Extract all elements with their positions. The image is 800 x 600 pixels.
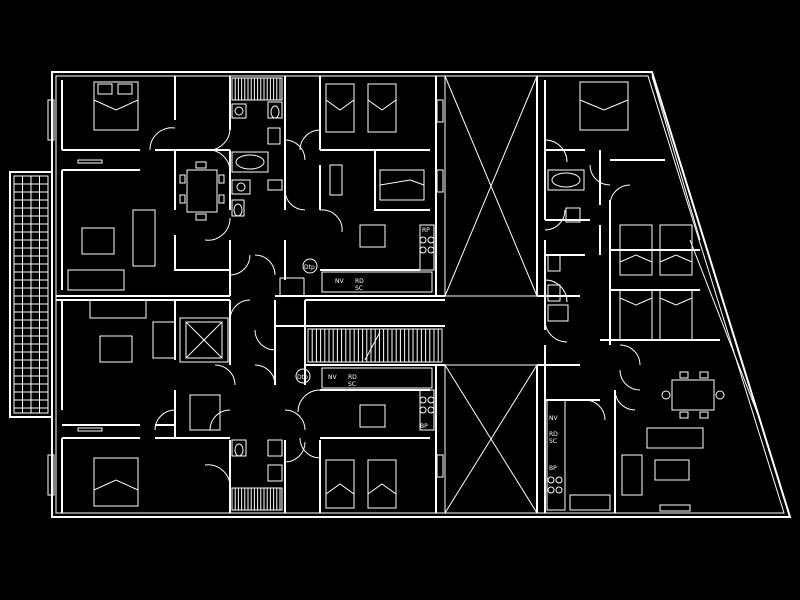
elevator <box>179 317 229 363</box>
door-swings <box>149 127 641 488</box>
kitchen-bottom <box>295 367 435 431</box>
label-bp-right: BP <box>549 465 557 472</box>
small-tables <box>189 164 386 431</box>
courtyard-void-bottom <box>444 364 538 514</box>
label-dtp-top: Dtp <box>304 264 315 271</box>
label-dtp-bottom: Dtp <box>297 374 308 381</box>
dining-table-top-left <box>179 161 225 221</box>
bed-twin-top-mid <box>325 83 397 133</box>
stair-central <box>307 328 443 363</box>
bed-double-top-left <box>93 81 139 131</box>
balcony-grid <box>9 171 53 418</box>
kitchen-top <box>279 224 435 297</box>
label-sc-bottom: SC <box>348 381 356 388</box>
dining-table-right <box>661 371 725 419</box>
sofa-mid-left <box>89 299 176 363</box>
bed-twin-bottom-mid <box>325 459 397 509</box>
label-bp-bottom: BP <box>420 423 428 430</box>
label-nv-bottom: NV <box>328 374 337 381</box>
window-marks <box>47 99 691 512</box>
stair-top-left <box>231 77 283 101</box>
sofa-top-left <box>67 209 156 291</box>
label-rd-right: RD <box>549 431 558 438</box>
label-nv-right: NV <box>549 415 558 422</box>
label-sc-top: SC <box>355 285 363 292</box>
triangle-void-right <box>651 75 761 421</box>
interior-walls <box>56 76 720 513</box>
bathroom-fixtures <box>231 101 585 482</box>
bed-double-right-top <box>579 81 629 131</box>
stair-bottom-left <box>231 487 283 511</box>
label-rp-top: RP <box>422 227 430 234</box>
label-nv-top: NV <box>335 278 344 285</box>
appliance-labels: Dtp NV RD SC RP Dtp NV RD SC BP NV RD SC… <box>297 227 558 472</box>
bed-twin-right-mid <box>619 224 693 341</box>
label-sc-right: SC <box>549 438 557 445</box>
courtyard-void-top <box>444 75 538 297</box>
bed-double-bottom-left <box>93 457 139 507</box>
kitchen-right <box>546 399 611 511</box>
label-rd-top: RD <box>355 278 364 285</box>
bed-single-top-mid <box>379 169 425 201</box>
sofa-right <box>621 427 704 496</box>
label-rd-bottom: RD <box>348 374 357 381</box>
exterior-walls <box>51 71 792 518</box>
